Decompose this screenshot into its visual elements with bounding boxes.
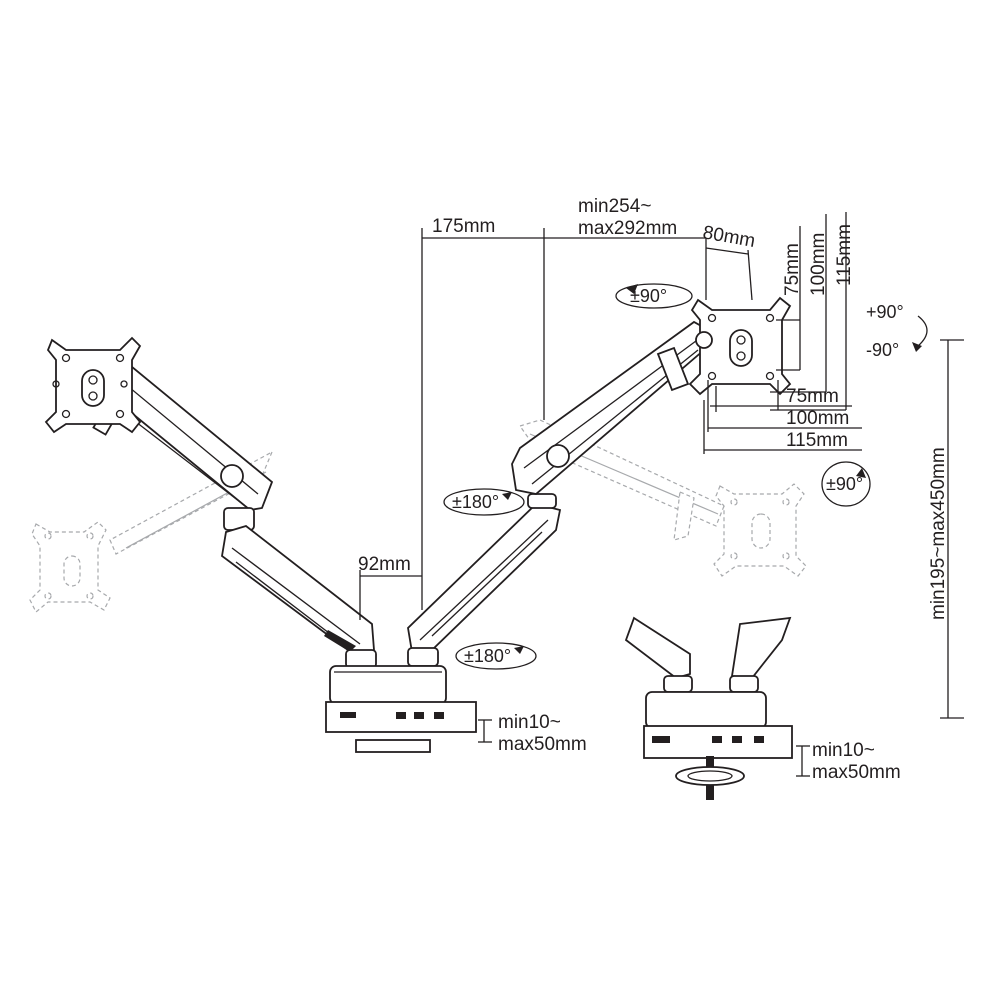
rotation-swivel-base: ±180° bbox=[464, 646, 511, 666]
right-upper-arm bbox=[511, 320, 714, 495]
dim-vesa-v-100: 100mm bbox=[808, 233, 829, 296]
dim-pole-gap: 92mm bbox=[358, 554, 411, 575]
rotation-rotate-right: ±90° bbox=[826, 474, 863, 494]
dim-vesa-h-100: 100mm bbox=[786, 408, 849, 429]
dim-vesa-h-115: 115mm bbox=[786, 430, 848, 451]
ghost-right-vesa-plate bbox=[713, 483, 807, 577]
ghost-left-vesa-plate bbox=[29, 521, 111, 613]
dim-grommet-range-max: max50mm bbox=[812, 762, 901, 783]
rotation-tilt-pos: +90° bbox=[866, 302, 904, 322]
rotation-arrows bbox=[443, 283, 928, 670]
dim-clamp-range-max: max50mm bbox=[498, 734, 587, 755]
dim-vesa-h-75: 75mm bbox=[786, 386, 839, 407]
dim-arm-length-max: max292mm bbox=[578, 218, 677, 239]
dimension-lines bbox=[359, 212, 964, 777]
dim-height-range: min195~max450mm bbox=[928, 447, 949, 620]
right-vesa-plate bbox=[688, 296, 792, 396]
rotation-swivel-elbow: ±180° bbox=[452, 492, 499, 512]
rotation-tilt-neg: -90° bbox=[866, 340, 899, 360]
left-vesa-plate bbox=[44, 336, 142, 434]
dim-arm-length-min: min254~ bbox=[578, 196, 651, 217]
dim-clamp-range-min: min10~ bbox=[498, 712, 561, 733]
grommet-base bbox=[624, 616, 793, 800]
main-base-clamp bbox=[325, 647, 477, 753]
dim-vesa-v-75: 75mm bbox=[782, 243, 803, 296]
left-lower-arm bbox=[221, 507, 375, 658]
dim-grommet-range-min: min10~ bbox=[812, 740, 875, 761]
dim-vesa-v-115: 115mm bbox=[834, 224, 855, 286]
rotation-swivel-top: ±90° bbox=[630, 286, 667, 306]
dim-vesa-top: 80mm bbox=[701, 222, 757, 252]
right-lower-arm bbox=[407, 493, 562, 653]
dim-arm-offset: 175mm bbox=[432, 216, 495, 237]
